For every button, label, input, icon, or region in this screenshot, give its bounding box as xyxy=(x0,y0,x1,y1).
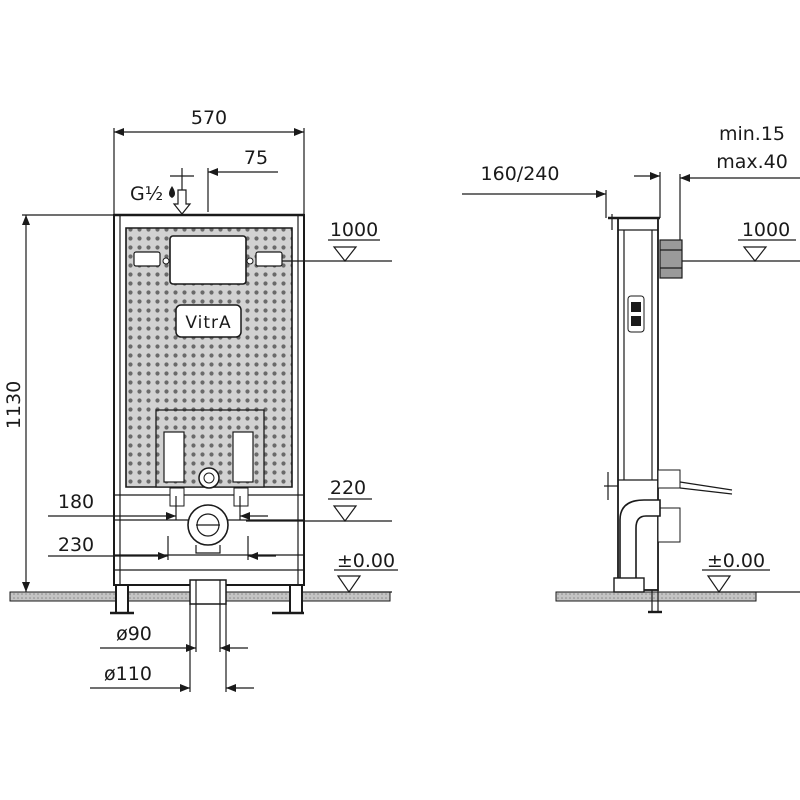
level-marker-icon xyxy=(332,505,358,523)
floor-label: ±0.00 xyxy=(337,550,395,572)
supply-label: G½ xyxy=(130,183,163,205)
front-view: VitrA G½ 570 75 xyxy=(3,107,398,692)
level-marker-icon xyxy=(332,246,358,262)
water-drop-icon xyxy=(169,186,175,198)
side-flush-actuator xyxy=(659,239,683,279)
flush-plate-opening xyxy=(169,235,247,285)
offset-label: 75 xyxy=(244,147,268,169)
width-label: 570 xyxy=(191,107,227,129)
side-view: 160/240 min.15 max.40 1000 ±0.00 xyxy=(462,123,800,614)
dim-180-label: 180 xyxy=(58,491,94,513)
brand-label: VitrA xyxy=(185,313,231,333)
side-floor xyxy=(555,591,757,602)
side-button-height-label: 1000 xyxy=(742,219,790,241)
level-marker-icon xyxy=(742,246,768,262)
depth-label: 160/240 xyxy=(481,163,560,185)
inlet-arrow-icon xyxy=(172,189,192,215)
height-label: 1130 xyxy=(3,381,25,429)
d90-label: ø90 xyxy=(116,623,152,645)
dim-230-label: 230 xyxy=(58,534,94,556)
brand-badge xyxy=(175,304,242,338)
dim-220-label: 220 xyxy=(330,477,366,499)
level-marker-icon xyxy=(706,575,732,594)
button-height-label: 1000 xyxy=(330,219,378,241)
min-label: min.15 xyxy=(719,123,785,145)
d110-label: ø110 xyxy=(104,663,152,685)
flush-outlet xyxy=(198,467,220,489)
level-marker-icon xyxy=(336,575,362,594)
side-floor-label: ±0.00 xyxy=(707,550,765,572)
max-label: max.40 xyxy=(716,151,788,173)
side-waste-bend xyxy=(619,499,661,581)
